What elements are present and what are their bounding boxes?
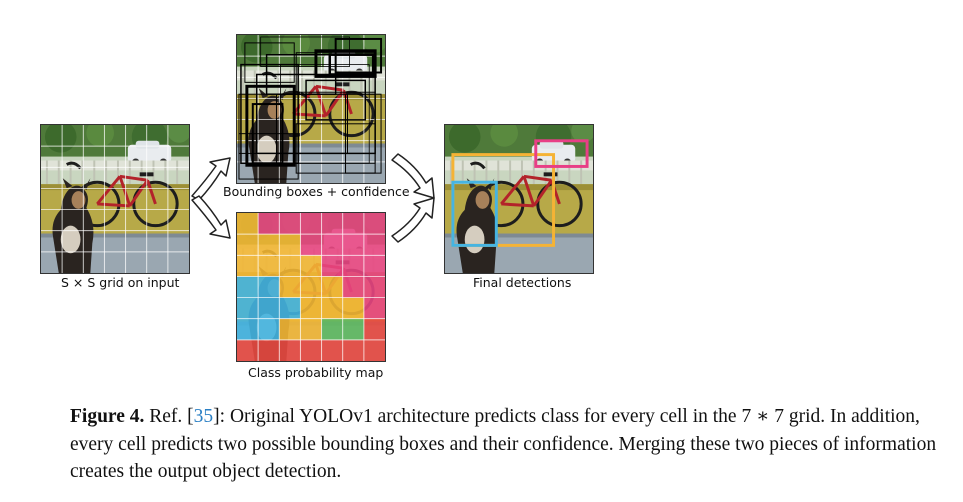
class-cell: [258, 276, 280, 298]
arrow-up-right: [391, 153, 435, 199]
class-cell: [300, 234, 322, 256]
class-cell: [279, 297, 301, 320]
class-cell: [363, 213, 385, 235]
class-cell: [342, 297, 365, 320]
class-cell: [279, 255, 301, 277]
class-cell: [237, 318, 259, 341]
class-cell: [363, 234, 385, 256]
class-cell: [342, 213, 365, 235]
class-cell: [321, 318, 344, 341]
grid-input-image: [40, 124, 190, 274]
class-cell: [321, 297, 344, 320]
class-cell: [321, 213, 344, 235]
class-cell: [237, 276, 259, 298]
class-cell: [363, 276, 385, 298]
final-detections-image: [444, 124, 594, 274]
class-cell: [342, 318, 365, 341]
class-cell: [258, 255, 280, 277]
classmap-label: Class probability map: [248, 365, 384, 380]
arrow-down-right: [391, 197, 435, 243]
class-cell: [363, 318, 385, 341]
car-detection-box: [534, 139, 589, 168]
class-cell: [321, 255, 344, 277]
flow-arrows: [191, 153, 435, 243]
class-cell: [258, 234, 280, 256]
class-cell: [363, 339, 385, 361]
class-cell: [300, 213, 322, 235]
citation-link[interactable]: 35: [193, 406, 214, 427]
class-cell: [321, 276, 344, 298]
class-cell: [237, 234, 259, 256]
class-cell: [300, 297, 322, 320]
class-cell: [300, 318, 322, 341]
caption-text: : Original YOLOv1 architecture predicts …: [70, 406, 937, 482]
class-cell: [279, 318, 301, 341]
class-cell: [237, 213, 259, 235]
class-cell: [279, 339, 301, 361]
class-cell: [300, 276, 322, 298]
ref-suffix: ]: [213, 406, 220, 427]
class-cell: [342, 339, 365, 361]
final-label: Final detections: [473, 275, 572, 290]
class-cell: [300, 339, 322, 361]
class-cell: [321, 339, 344, 361]
bbox-label: Bounding boxes + confidence: [223, 184, 410, 199]
class-cell: [237, 255, 259, 277]
class-probability-map: [236, 212, 386, 362]
class-cell: [342, 255, 365, 277]
class-cell: [363, 297, 385, 320]
class-cell: [300, 255, 322, 277]
dog-detection-box: [451, 180, 498, 247]
class-cell: [258, 213, 280, 235]
bounding-boxes-image: [236, 34, 386, 184]
arrow-down-left: [191, 195, 231, 239]
class-cell: [258, 297, 280, 320]
grid-label: S × S grid on input: [61, 275, 180, 290]
class-cell: [342, 234, 365, 256]
figure-number: Figure 4.: [70, 406, 145, 427]
class-cell: [279, 234, 301, 256]
arrow-up-left: [191, 157, 231, 201]
class-cell: [363, 255, 385, 277]
class-cell: [342, 276, 365, 298]
class-cell: [237, 339, 259, 361]
class-cell: [258, 339, 280, 361]
class-cell: [279, 213, 301, 235]
figure-caption: Figure 4. Ref. [35]: Original YOLOv1 arc…: [70, 403, 960, 486]
class-cell: [258, 318, 280, 341]
ref-prefix: Ref. [: [149, 406, 194, 427]
class-cell: [237, 297, 259, 320]
class-cell: [279, 276, 301, 298]
class-cell: [321, 234, 344, 256]
